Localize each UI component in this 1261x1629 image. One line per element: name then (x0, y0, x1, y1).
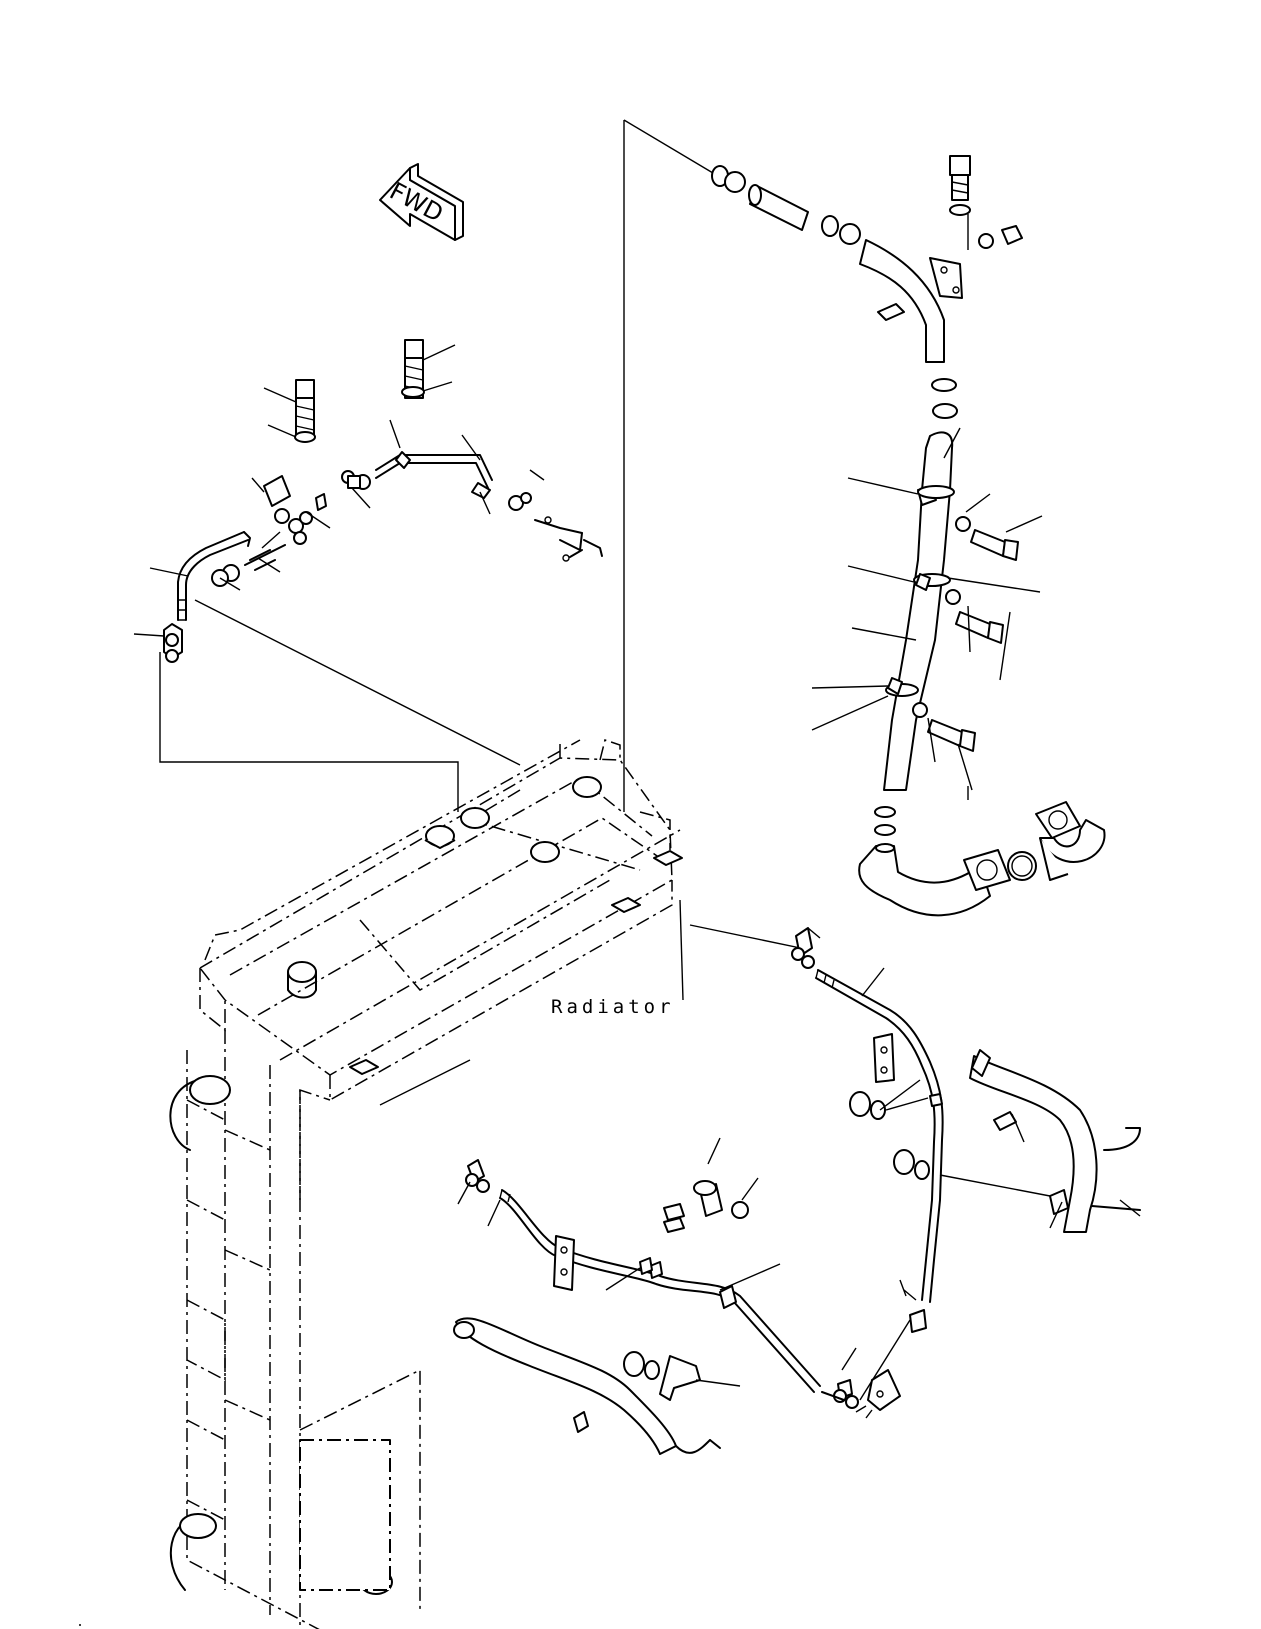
callout-leaders (133, 344, 1063, 1401)
leader-lines (159, 119, 969, 1106)
radiator-assembly (169, 739, 683, 1629)
fwd-arrow-icon: FWD (379, 163, 464, 241)
upper-left-pipe-assembly (163, 339, 603, 663)
lower-middle-pipe-assembly (453, 1159, 859, 1455)
lower-right-pipe-assembly (791, 927, 1141, 1419)
upper-right-hose-assembly (711, 155, 1106, 917)
radiator-label: Radiator (551, 996, 675, 1018)
